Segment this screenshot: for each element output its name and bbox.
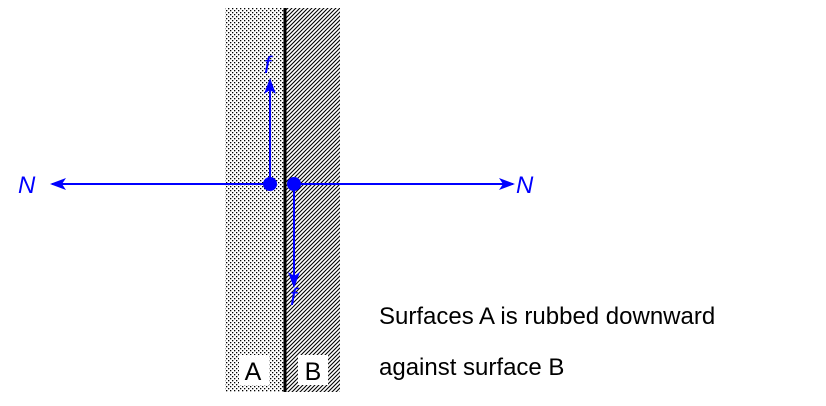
friction-force-down-label: f <box>290 284 299 311</box>
surface-a-label-bg <box>239 355 269 385</box>
surface-b-label-bg <box>298 355 328 385</box>
normal-force-right-label: N <box>516 172 534 199</box>
surface-a <box>225 8 285 392</box>
contact-point-a <box>263 177 277 191</box>
normal-force-left-label: N <box>18 172 36 199</box>
caption-line-2: against surface B <box>379 354 564 381</box>
caption-line-1: Surfaces A is rubbed downward <box>379 303 715 330</box>
surface-a-label: A <box>245 358 262 386</box>
friction-force-up-label: f <box>264 52 273 79</box>
surface-b-label: B <box>305 358 322 386</box>
contact-point-b <box>287 177 301 191</box>
